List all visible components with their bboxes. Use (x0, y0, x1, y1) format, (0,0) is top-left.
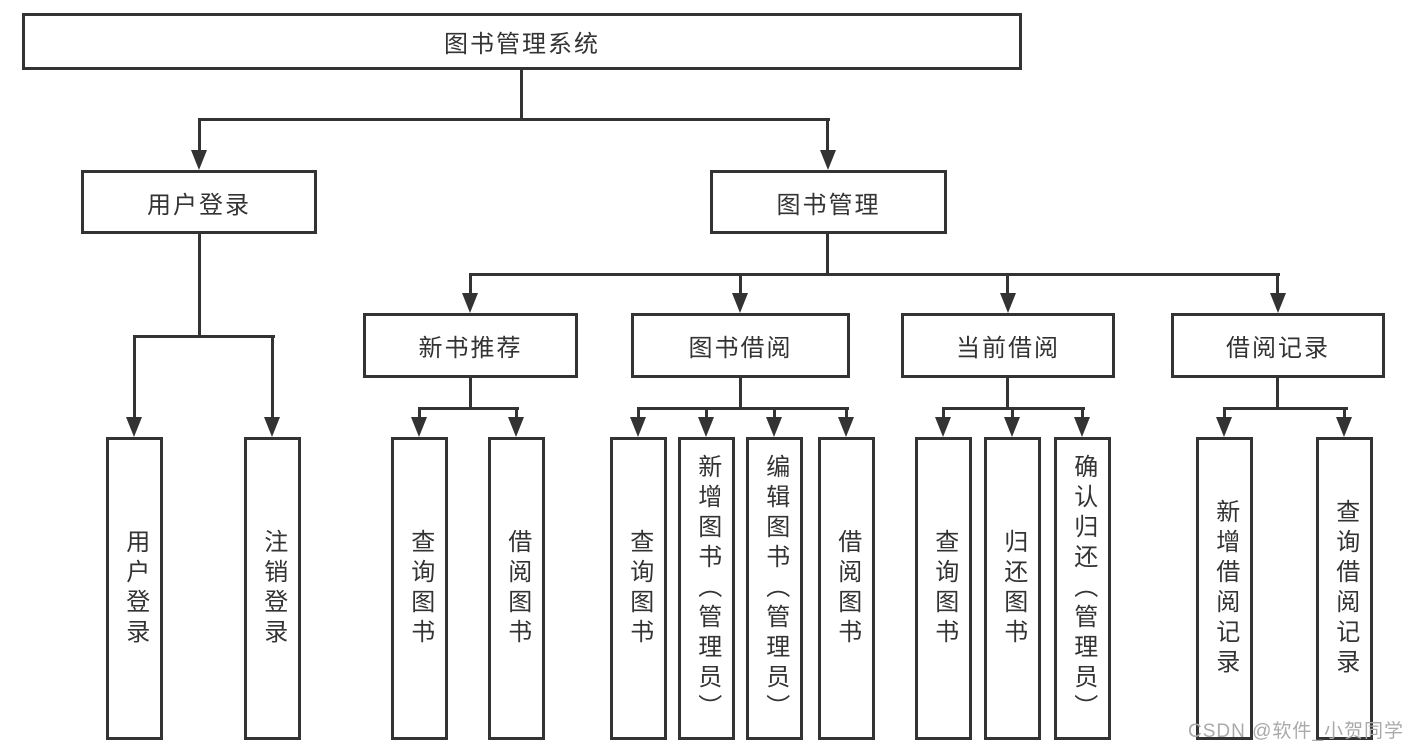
leaf-borrow-books-recommend: 借阅图书 (488, 437, 545, 740)
connector (705, 407, 708, 419)
leaf-query-books-borrow: 查询图书 (610, 437, 667, 740)
node-label: 当前借阅 (956, 335, 1060, 362)
arrow-down-icon (732, 293, 748, 313)
arrow-down-icon (1216, 417, 1232, 437)
leaf-add-borrow-record: 新增借阅记录 (1196, 437, 1253, 740)
leaf-query-books-current: 查询图书 (915, 437, 972, 740)
leaf-borrow-books: 借阅图书 (818, 437, 875, 740)
connector (133, 335, 136, 419)
leaf-edit-books-admin: 编辑图书（管理员） (746, 437, 803, 740)
node-label: 借阅记录 (1226, 335, 1330, 362)
connector (198, 233, 201, 335)
connector (1276, 378, 1279, 407)
arrow-down-icon (191, 150, 207, 170)
leaf-return-books: 归还图书 (984, 437, 1041, 740)
connector (418, 407, 421, 419)
node-borrow-records: 借阅记录 (1171, 313, 1385, 378)
node-book-management: 图书管理 (710, 170, 947, 234)
connector (1223, 407, 1226, 419)
leaf-label: 用户登录 (121, 528, 149, 649)
connector (520, 69, 523, 118)
arrow-down-icon (820, 150, 836, 170)
leaf-query-books-recommend: 查询图书 (391, 437, 448, 740)
leaf-label: 查询图书 (406, 528, 434, 649)
arrow-down-icon (935, 417, 951, 437)
leaf-logout: 注销登录 (244, 437, 301, 740)
node-label: 新书推荐 (418, 335, 523, 362)
connector (826, 233, 829, 273)
connector (198, 118, 830, 121)
leaf-label: 注销登录 (259, 528, 287, 649)
arrow-down-icon (766, 417, 782, 437)
leaf-label: 借阅图书 (503, 528, 531, 649)
connector (469, 273, 472, 295)
arrow-down-icon (462, 293, 478, 313)
connector (1223, 407, 1348, 410)
node-library-system: 图书管理系统 (22, 13, 1022, 70)
node-label: 用户登录 (147, 191, 251, 219)
connector (418, 407, 519, 410)
leaf-query-borrow-record: 查询借阅记录 (1316, 437, 1373, 740)
connector (637, 407, 640, 419)
connector (637, 407, 849, 410)
arrow-down-icon (411, 417, 427, 437)
connector (739, 378, 742, 407)
arrow-down-icon (1336, 417, 1352, 437)
arrow-down-icon (508, 417, 524, 437)
node-current-borrow: 当前借阅 (901, 313, 1115, 378)
connector (198, 118, 201, 152)
connector (1006, 378, 1009, 407)
node-label: 图书借阅 (688, 335, 793, 362)
connector (1343, 407, 1346, 419)
leaf-label: 编辑图书（管理员） (761, 453, 789, 724)
csdn-watermark: CSDN @软件_小贺同学 (1188, 721, 1404, 742)
connector (469, 378, 472, 407)
connector (739, 273, 742, 295)
connector (1011, 407, 1014, 419)
leaf-label: 新增图书（管理员） (693, 453, 721, 724)
connector (271, 335, 274, 419)
leaf-label: 查询借阅记录 (1331, 498, 1359, 679)
arrow-down-icon (838, 417, 854, 437)
leaf-user-login: 用户登录 (106, 437, 163, 740)
arrow-down-icon (126, 417, 142, 437)
connector (773, 407, 776, 419)
leaf-label: 查询图书 (625, 528, 653, 649)
leaf-label: 新增借阅记录 (1211, 498, 1239, 679)
leaf-confirm-return-admin: 确认归还（管理员） (1054, 437, 1111, 740)
node-label: 图书管理 (776, 191, 881, 219)
arrow-down-icon (630, 417, 646, 437)
leaf-label: 确认归还（管理员） (1069, 453, 1097, 724)
connector (1081, 407, 1084, 419)
connector (1276, 273, 1279, 295)
connector (133, 335, 275, 338)
connector (942, 407, 945, 419)
leaf-label: 借阅图书 (833, 528, 861, 649)
node-label: 图书管理系统 (444, 31, 600, 58)
node-new-book-recommend: 新书推荐 (363, 313, 578, 378)
arrow-down-icon (264, 417, 280, 437)
arrow-down-icon (1270, 293, 1286, 313)
connector (515, 407, 518, 419)
connector (469, 273, 1280, 276)
connector (845, 407, 848, 419)
arrow-down-icon (698, 417, 714, 437)
leaf-label: 查询图书 (930, 528, 958, 649)
arrow-down-icon (1004, 417, 1020, 437)
node-user-login: 用户登录 (81, 170, 317, 234)
connector (826, 118, 829, 152)
connector (1006, 273, 1009, 295)
node-book-borrow: 图书借阅 (631, 313, 850, 378)
arrow-down-icon (1000, 293, 1016, 313)
leaf-add-books-admin: 新增图书（管理员） (678, 437, 735, 740)
leaf-label: 归还图书 (999, 528, 1027, 649)
arrow-down-icon (1074, 417, 1090, 437)
